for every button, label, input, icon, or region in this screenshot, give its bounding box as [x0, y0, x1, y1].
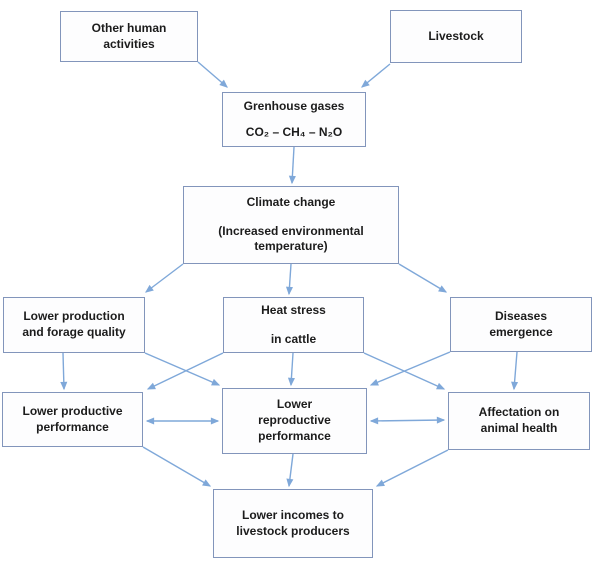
arrow-lower_reproductive-lower_incomes — [286, 453, 294, 488]
node-label-line: in cattle — [270, 331, 317, 346]
arrow-climate-diseases — [398, 263, 448, 293]
node-label-line: Lower productive — [22, 403, 123, 418]
node-label-line: Grenhouse gases — [243, 98, 345, 113]
arrow-affectation-lower_incomes — [375, 449, 449, 487]
node-greenhouse-gases: Grenhouse gases CO₂ – CH₄ – N₂O — [222, 92, 366, 147]
node-lower-reproductive-performance: Lower reproductive performance — [222, 388, 367, 454]
node-label-line: Climate change — [246, 194, 336, 209]
node-label-line: Affectation on — [478, 405, 560, 420]
node-lower-production-forage-quality: Lower production and forage quality — [3, 297, 145, 353]
node-affectation-animal-health: Affectation on animal health — [448, 392, 590, 450]
node-label-line: animal health — [480, 421, 558, 435]
node-other-human-activities: Other human activities — [60, 11, 198, 62]
node-livestock: Livestock — [390, 10, 522, 63]
arrow-climate-lower_production — [144, 263, 184, 293]
arrow-lower_productive-lower_incomes — [142, 446, 212, 487]
arrow-lower_production-lower_productive — [60, 352, 68, 391]
arrow-livestock-greenhouse — [361, 63, 391, 88]
node-label-line: Livestock — [428, 28, 484, 43]
arrow-greenhouse-climate — [288, 146, 296, 185]
node-label-line: performance — [258, 428, 331, 443]
node-label-line: Lower incomes to — [241, 507, 345, 522]
arrow-diseases-lower_reproductive — [369, 351, 451, 386]
node-label-line: emergence — [489, 324, 553, 339]
node-label-line: Lower production — [23, 309, 125, 324]
node-label-line: Lower — [276, 397, 313, 412]
node-climate-change: Climate change (Increased environmental … — [183, 186, 399, 264]
node-label-line: Heat stress — [261, 302, 326, 317]
node-label-line: and forage quality — [22, 325, 126, 339]
arrow-other_human-greenhouse — [197, 61, 228, 88]
node-lower-productive-performance: Lower productive performance — [2, 392, 143, 447]
arrow-heat_stress-affectation — [363, 352, 446, 390]
node-lower-incomes-livestock-producers: Lower incomes to livestock producers — [213, 489, 373, 558]
node-label-line: activities — [103, 36, 155, 51]
arrow-lower_reproductive-affectation — [369, 416, 446, 425]
arrow-climate-heat_stress — [285, 263, 293, 296]
node-label-line: CO₂ – CH₄ – N₂O — [245, 124, 343, 139]
node-label-line: livestock producers — [236, 523, 350, 538]
arrow-heat_stress-lower_productive — [146, 352, 224, 390]
node-diseases-emergence: Diseases emergence — [450, 297, 592, 352]
node-label-line: reproductive — [258, 413, 331, 428]
arrow-diseases-affectation — [511, 351, 519, 391]
arrow-heat_stress-lower_reproductive — [287, 352, 295, 387]
node-heat-stress-in-cattle: Heat stress in cattle — [223, 297, 364, 353]
node-label-line: temperature) — [254, 239, 328, 254]
node-label-line: performance — [36, 419, 109, 434]
node-label-line: (Increased environmental — [218, 223, 364, 238]
node-label-line: Other human — [91, 20, 167, 35]
node-label-line: Diseases — [494, 308, 548, 323]
arrow-lower_production-lower_reproductive — [144, 352, 221, 386]
